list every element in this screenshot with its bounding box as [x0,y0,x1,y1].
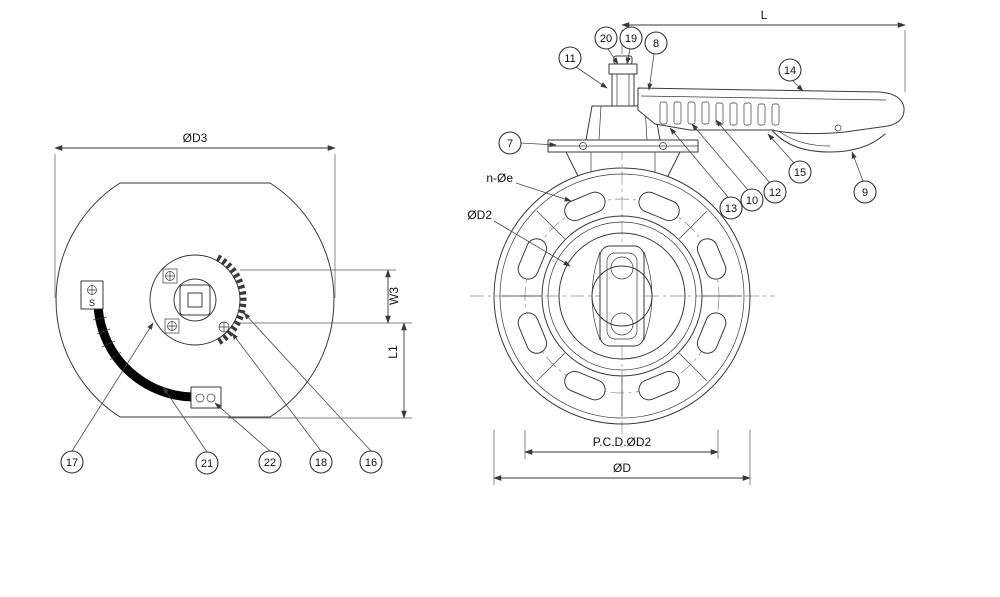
svg-text:15: 15 [794,167,806,179]
svg-text:8: 8 [653,38,659,50]
callout-15: 15 [788,160,812,184]
dimension-d: ØD [493,430,751,485]
callout-10: 10 [740,188,764,212]
svg-text:16: 16 [365,457,377,469]
screw-bottom [164,318,180,334]
dim-pcd-label: P.C.D.ØD2 [593,435,652,449]
callout-8: 8 [644,31,668,55]
svg-text:7: 7 [507,138,513,150]
callout-12: 12 [763,180,787,204]
body-outline [55,182,335,418]
svg-text:11: 11 [564,53,575,65]
svg-text:19: 19 [625,33,637,45]
callout-7: 7 [498,131,522,155]
svg-text:12: 12 [769,187,781,199]
dimension-pcd: P.C.D.ØD2 [524,430,719,459]
callout-22: 22 [258,450,282,474]
dimension-d3: ØD3 [54,131,336,298]
callout-20: 20 [594,26,618,50]
svg-text:13: 13 [725,203,737,215]
lever-trigger [771,124,886,153]
left-callout-leaders [71,312,372,453]
callout-21: 21 [195,451,219,475]
ratchet-teeth [659,101,780,126]
callout-17: 17 [60,450,84,474]
left-view-top: S ØD3 W3 L1 [54,131,412,475]
callout-13: 13 [719,196,743,220]
mounting-neck [547,139,699,177]
svg-text:22: 22 [264,457,276,469]
flange-ribs [502,210,742,416]
dim-w3-label: W3 [387,287,401,305]
label-d2: ØD2 [467,208,571,267]
screw-top [162,268,178,284]
lever-handle: S [80,280,222,409]
svg-text:14: 14 [784,65,796,77]
dim-l-label: L [761,8,768,22]
right-callout-leaders [520,48,864,198]
callout-18: 18 [309,450,333,474]
callout-16: 16 [359,450,383,474]
screw-right [218,321,230,333]
ratchet-ticks [92,316,122,361]
svg-text:21: 21 [201,458,213,470]
svg-text:20: 20 [600,33,612,45]
callout-14: 14 [778,58,802,82]
ratchet-lever [637,87,905,153]
stop-block: S [80,280,104,310]
callout-19: 19 [619,26,643,50]
disc-hub [591,245,653,347]
dimension-w3: W3 [240,269,412,324]
callout-11: 11 [558,46,582,70]
label-n-oe: n-Øe [486,171,572,202]
right-view-front: L P.C.D.ØD2 ØD n-Øe ØD2 [467,8,906,485]
svg-text:18: 18 [315,457,327,469]
gear-plate [149,254,247,346]
bolt-slots [517,191,727,401]
svg-text:17: 17 [66,457,78,469]
callout-9: 9 [853,180,877,204]
dim-d3-label: ØD3 [183,131,208,145]
label-s: S [89,298,95,308]
svg-text:n-Øe: n-Øe [486,171,513,185]
dimension-l1: L1 [228,322,412,419]
handle-latch [190,386,222,409]
lever-body [637,87,905,135]
dim-d-label: ØD [613,461,631,475]
gear-teeth [215,254,247,346]
dim-l1-label: L1 [386,345,400,359]
svg-text:ØD2: ØD2 [467,208,492,222]
svg-text:9: 9 [862,187,868,199]
svg-text:10: 10 [746,195,758,207]
